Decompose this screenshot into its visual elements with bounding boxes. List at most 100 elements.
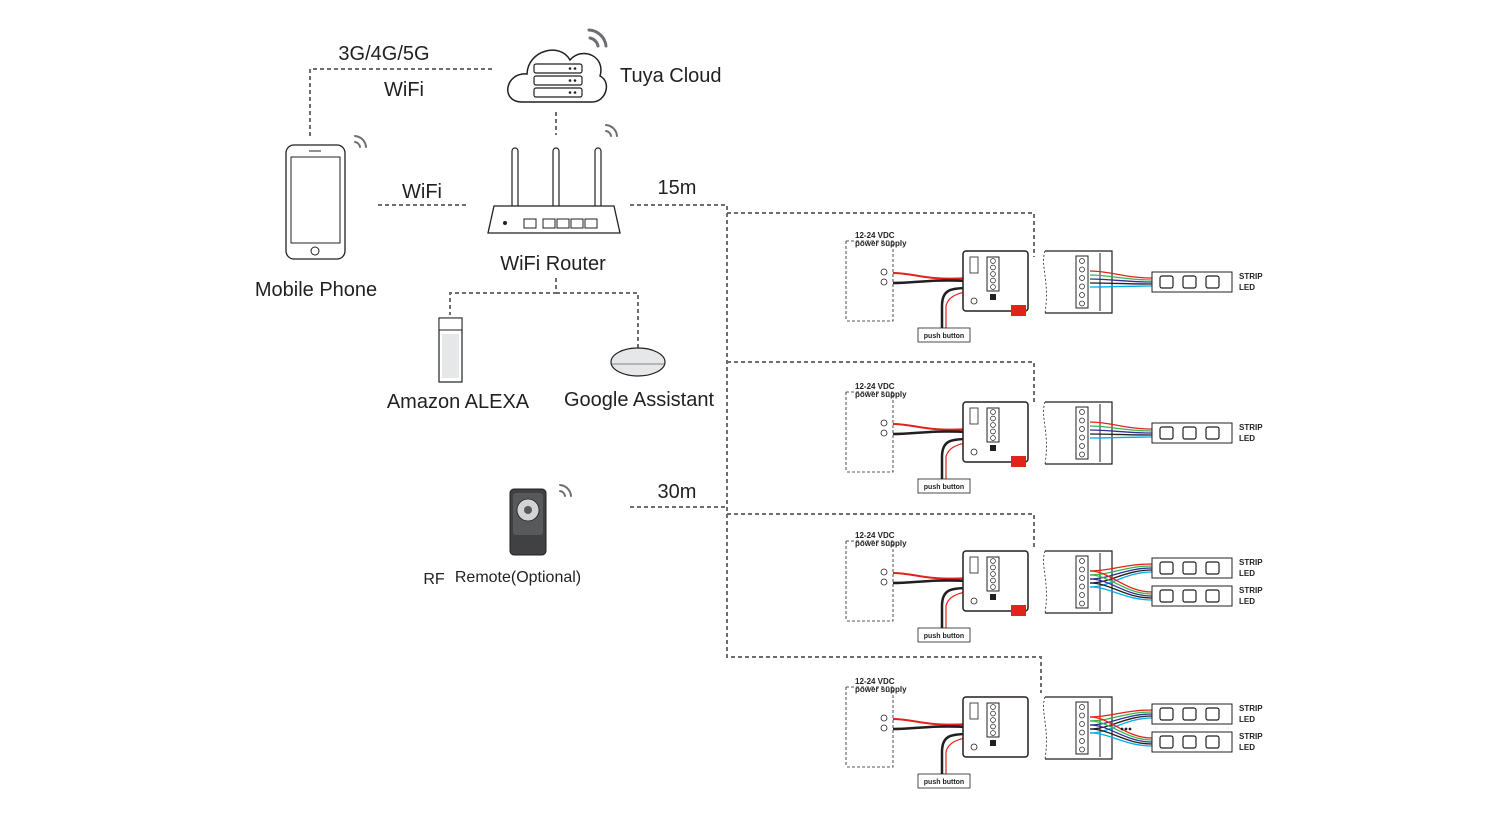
led-chip-icon bbox=[1159, 589, 1174, 603]
cloud-icon bbox=[507, 49, 608, 103]
red-power-wire bbox=[892, 423, 969, 431]
led-chip-icon bbox=[1159, 426, 1174, 440]
driver-terminal-block bbox=[1075, 406, 1089, 460]
push-button-box bbox=[917, 773, 971, 789]
more-dots-icon bbox=[1124, 727, 1128, 731]
strip-wire bbox=[1089, 716, 1153, 739]
strip-wire bbox=[1089, 732, 1153, 747]
led-chip-icon bbox=[1182, 561, 1197, 575]
controller-button-icon bbox=[969, 256, 979, 274]
dip-switch-icon bbox=[1011, 456, 1026, 467]
strip-wire bbox=[1089, 574, 1153, 595]
led-label: LED bbox=[1239, 597, 1255, 606]
driver-break-line bbox=[1043, 550, 1047, 614]
bus-row1 bbox=[727, 212, 1035, 257]
power-supply-voltage: 12-24 VDC bbox=[855, 382, 895, 391]
cloud-label: Tuya Cloud bbox=[620, 65, 722, 87]
cloud-signal-icon bbox=[587, 28, 608, 48]
led-chip-icon bbox=[1159, 707, 1174, 721]
power-supply-voltage: 12-24 VDC bbox=[855, 231, 895, 240]
controller-screw-icon bbox=[990, 704, 996, 710]
terminal-minus-icon bbox=[880, 429, 888, 437]
remote-distance-label: 30m bbox=[658, 481, 697, 503]
controller-screw-icon bbox=[990, 571, 996, 577]
driver-screw-icon bbox=[1079, 583, 1085, 590]
phone-link-top-label: 3G/4G/5G bbox=[338, 43, 429, 65]
strip-wire bbox=[1089, 715, 1153, 730]
router-label: WiFi Router bbox=[500, 253, 606, 275]
strip-wire bbox=[1089, 274, 1153, 281]
strip-wire bbox=[1089, 728, 1153, 745]
controller-button-icon bbox=[969, 556, 979, 574]
controller-chip-icon bbox=[990, 740, 996, 746]
led-chip-icon bbox=[1159, 735, 1174, 749]
push-button-label: push button bbox=[924, 633, 964, 640]
led-chip-icon bbox=[1182, 589, 1197, 603]
driver-screw-icon bbox=[1079, 283, 1085, 290]
rf-remote-icon bbox=[509, 488, 547, 556]
push-button-label: push button bbox=[924, 484, 964, 491]
wifi-router-icon bbox=[487, 147, 621, 234]
controller-chip-icon bbox=[990, 445, 996, 451]
router-distance-label: 15m bbox=[658, 177, 697, 199]
dip-switch-icon bbox=[1011, 305, 1026, 316]
controller-screw-icon bbox=[990, 271, 996, 277]
strip-wire bbox=[1089, 567, 1153, 580]
driver-break-line bbox=[1043, 401, 1047, 465]
driver-terminal-block bbox=[1075, 255, 1089, 309]
push-button-label: push button bbox=[924, 779, 964, 786]
controller-led-icon bbox=[970, 297, 978, 305]
strip-wire bbox=[1089, 436, 1153, 439]
more-dots-icon bbox=[1128, 727, 1132, 731]
black-power-wire bbox=[892, 579, 969, 585]
controller-button-icon bbox=[969, 702, 979, 720]
strip-label: STRIP bbox=[1239, 423, 1263, 432]
driver-screw-icon bbox=[1079, 566, 1085, 573]
driver-screw-icon bbox=[1079, 451, 1085, 458]
remote-signal-icon bbox=[559, 484, 572, 497]
router-link-label: WiFi bbox=[402, 181, 442, 203]
driver-screw-icon bbox=[1079, 704, 1085, 710]
strip-wire bbox=[1089, 569, 1153, 584]
driver-screw-icon bbox=[1079, 292, 1085, 298]
strip-wire bbox=[1089, 425, 1153, 432]
led-chip-icon bbox=[1182, 426, 1197, 440]
driver-screw-icon bbox=[1079, 729, 1085, 736]
strip-wire bbox=[1089, 578, 1153, 597]
controller-screw-icon bbox=[990, 264, 996, 271]
strip-label: STRIP bbox=[1239, 704, 1263, 713]
power-supply-voltage: 12-24 VDC bbox=[855, 531, 895, 540]
driver-screw-icon bbox=[1079, 600, 1085, 607]
driver-screw-icon bbox=[1079, 575, 1085, 581]
driver-screw-icon bbox=[1079, 275, 1085, 281]
phone-label: Mobile Phone bbox=[255, 279, 377, 301]
terminal-plus-icon bbox=[880, 419, 888, 427]
led-label: LED bbox=[1239, 715, 1255, 724]
driver-break-line bbox=[1043, 250, 1047, 314]
driver-terminal-block bbox=[1075, 701, 1089, 755]
led-chip-icon bbox=[1182, 275, 1197, 289]
network-links bbox=[309, 68, 1042, 693]
terminal-minus-icon bbox=[880, 578, 888, 586]
terminal-minus-icon bbox=[880, 278, 888, 286]
strip-wire bbox=[1089, 720, 1153, 741]
strip-wire bbox=[1089, 717, 1153, 734]
controller-chip-icon bbox=[990, 594, 996, 600]
controller-led-icon bbox=[970, 448, 978, 456]
strip-label: STRIP bbox=[1239, 272, 1263, 281]
black-power-wire bbox=[892, 430, 969, 436]
strip-wire bbox=[1089, 571, 1153, 588]
controller-screw-icon bbox=[990, 435, 996, 441]
controller-screw-icon bbox=[990, 258, 996, 264]
alexa-label: Amazon ALEXA bbox=[387, 391, 530, 413]
red-power-wire bbox=[892, 718, 969, 726]
remote-prefix-label: RF bbox=[423, 571, 445, 588]
controller-led-icon bbox=[970, 597, 978, 605]
controller-screw-icon bbox=[990, 730, 996, 736]
strip-wire bbox=[1089, 582, 1153, 599]
controller-screw-icon bbox=[990, 564, 996, 571]
strip-wire bbox=[1089, 713, 1153, 726]
amazon-alexa-icon bbox=[438, 317, 463, 383]
